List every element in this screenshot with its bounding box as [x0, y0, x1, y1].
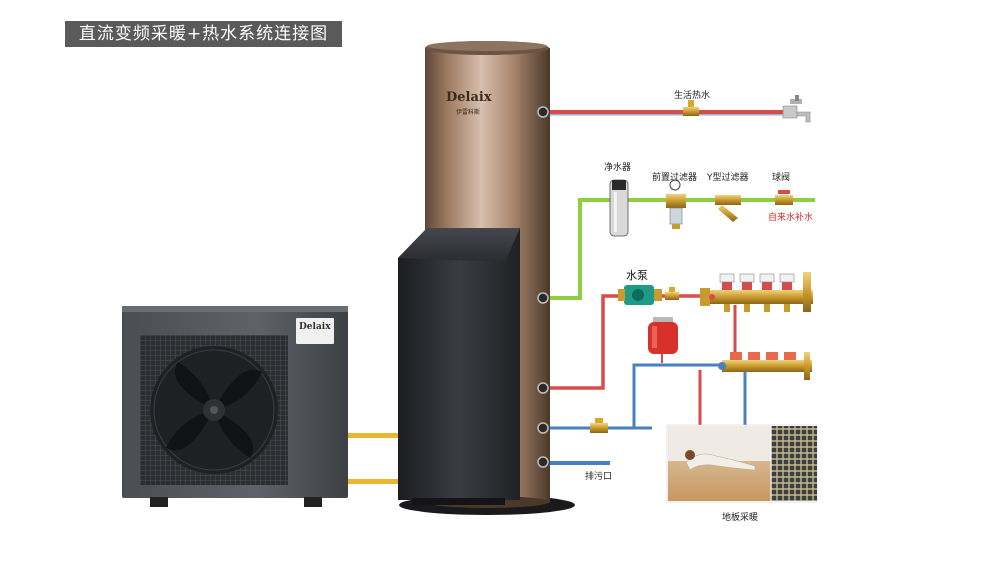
drain-pipe: [545, 461, 610, 465]
ball-valve-icon: [775, 190, 793, 205]
cold-inlet-port: [537, 292, 549, 304]
hot-water-outlet-port: [537, 106, 549, 118]
heating-return-pipe: [545, 363, 747, 430]
prefilter-icon: [666, 179, 686, 229]
y-filter-icon: [715, 195, 741, 222]
tank-brand-logo: Delaix: [446, 90, 492, 105]
outdoor-heat-pump-unit: [122, 306, 348, 507]
label-floor-heating: 地板采暖: [722, 513, 759, 523]
tank-brand-subtitle: 伊雷科斯: [456, 109, 481, 116]
label-water-purifier: 净水器: [604, 163, 632, 173]
pump-valve-icon: [665, 287, 679, 300]
heating-flow-port: [537, 382, 549, 394]
refrigerant-pipes: [345, 433, 401, 484]
return-valve-icon: [590, 418, 608, 433]
expansion-tank-icon: [648, 317, 678, 354]
label-water-pump: 水泵: [626, 269, 648, 282]
hot-water-valve-icon: [683, 100, 699, 116]
label-ball-valve: 球阀: [772, 173, 791, 183]
label-tap-water-supply: 自来水补水: [768, 213, 814, 223]
heating-return-port: [537, 422, 549, 434]
drain-port: [537, 456, 549, 468]
page-title: 直流变频采暖+热水系统连接图: [65, 21, 342, 47]
label-drain: 排污口: [585, 472, 613, 482]
water-pump-icon: [618, 285, 662, 305]
supply-manifold: [700, 272, 813, 312]
domestic-hot-water-pipe: [545, 110, 785, 116]
label-domestic-hot-water: 生活热水: [674, 91, 711, 101]
floor-heating-photo: [666, 424, 818, 503]
heating-flow-pipe: [545, 294, 737, 425]
unit-brand-logo: Delaix: [299, 322, 331, 332]
label-prefilter: 前置过滤器: [652, 173, 698, 183]
label-y-filter: Y型过滤器: [707, 173, 749, 183]
return-manifold: [718, 352, 812, 380]
water-supply-pipe: [545, 198, 815, 300]
tank-base-housing: [398, 228, 520, 505]
water-purifier-icon: [609, 179, 629, 237]
faucet-icon: [782, 95, 811, 123]
